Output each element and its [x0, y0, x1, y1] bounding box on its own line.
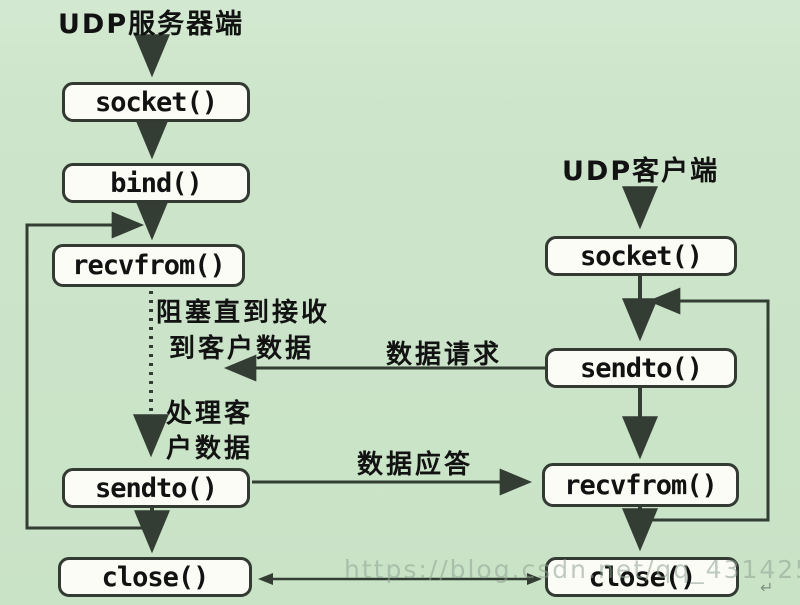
node-client-sendto: sendto() — [545, 348, 737, 388]
node-server-close: close() — [58, 557, 252, 597]
server-loop-back-line — [25, 211, 152, 530]
data-request-label: 数据请求 — [386, 340, 503, 370]
server-title: UDP服务器端 — [58, 9, 245, 40]
csdn-watermark: https://blog.csdn.net/qq_43142500 — [344, 555, 800, 584]
node-client-recvfrom: recvfrom() — [542, 463, 739, 507]
node-server-recvfrom: recvfrom() — [52, 244, 245, 287]
block-note-line1: 阻塞直到接收 — [156, 298, 331, 328]
process-note-line1: 处理客 — [166, 399, 254, 429]
corner-mark: ↵ — [760, 578, 774, 597]
process-note-line2: 户数据 — [166, 434, 254, 464]
data-reply-label: 数据应答 — [357, 450, 474, 480]
client-title: UDP客户端 — [562, 156, 720, 187]
block-note-line2: 到客户数据 — [169, 334, 315, 364]
close-close-double-arrow — [258, 573, 542, 585]
client-loop-back-line — [640, 287, 770, 522]
node-client-close: close() — [545, 557, 739, 597]
node-client-socket: socket() — [545, 236, 737, 276]
node-server-sendto: sendto() — [62, 468, 250, 508]
node-server-bind: bind() — [62, 163, 250, 203]
node-server-socket: socket() — [62, 82, 250, 122]
